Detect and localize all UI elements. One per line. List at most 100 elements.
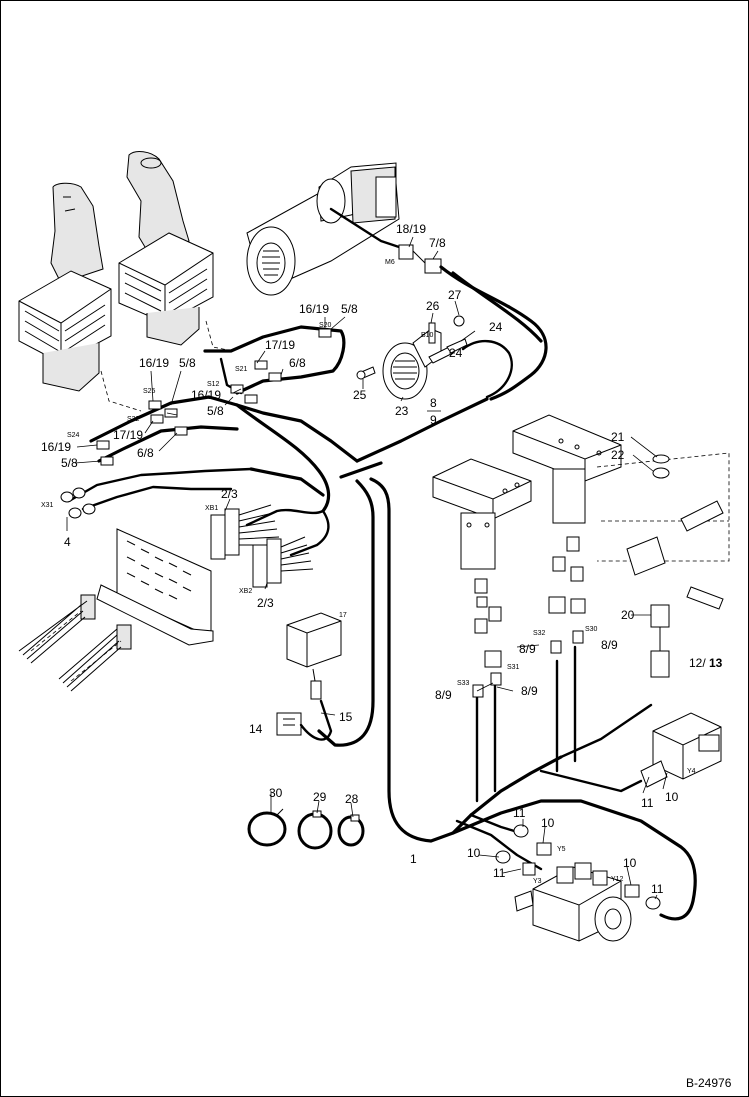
- callout-16-19-c: 16/19: [139, 356, 169, 370]
- callout-b10: B10: [421, 332, 434, 339]
- cable-tie-30: [247, 808, 287, 847]
- callout-8-9-c: 8/9: [435, 688, 452, 702]
- document-number: B-24976: [686, 1076, 732, 1090]
- left-joystick: [18, 182, 142, 412]
- blower-motor: [246, 162, 400, 296]
- connector-7-8: [424, 258, 442, 274]
- callout-24-b: 24: [449, 346, 463, 360]
- callout-22: 22: [611, 448, 625, 462]
- callout-15: 15: [339, 710, 353, 724]
- right-joystick: [118, 151, 234, 352]
- callout-9: 9: [430, 413, 437, 427]
- callout-12-13-a: 12/: [689, 656, 706, 670]
- main-wiring-harness: [67, 265, 697, 921]
- callout-y12: Y12: [611, 876, 624, 883]
- callout-21: 21: [611, 430, 625, 444]
- callout-8-9-a: 8/9: [519, 642, 536, 656]
- callout-s20: S20: [319, 322, 332, 329]
- cable-tie-29: [297, 810, 333, 850]
- callout-s25: S25: [143, 388, 156, 395]
- callout-xb1: XB1: [205, 505, 218, 512]
- callout-2-3-b: 2/3: [257, 596, 274, 610]
- callout-s32: S32: [533, 630, 546, 637]
- callout-5-8-b: 5/8: [207, 404, 224, 418]
- callout-16-19-d: 16/19: [41, 440, 71, 454]
- callout-11-a: 11: [641, 796, 654, 810]
- connector-m6: [398, 244, 414, 260]
- callout-s30: S30: [585, 626, 598, 633]
- callout-s12: S12: [207, 381, 220, 388]
- callout-s33: S33: [457, 680, 470, 687]
- callout-10-d: 10: [623, 856, 637, 870]
- callout-labels: 18/19 7/8 M6 16/19 5/8 S20 17/19 6/8 S21…: [41, 222, 723, 896]
- seat-switch-assembly: [626, 454, 724, 678]
- callout-11-c: 11: [493, 866, 506, 880]
- connector-15: [299, 680, 336, 741]
- callout-23: 23: [395, 404, 409, 418]
- seat-bracket-left: [432, 458, 532, 570]
- callout-26: 26: [426, 299, 440, 313]
- leader-lines: [74, 236, 668, 900]
- valve-y4: [640, 712, 722, 788]
- callout-5-8-c: 5/8: [179, 356, 196, 370]
- callout-6-8-b: 6/8: [137, 446, 154, 460]
- callout-17: 17: [339, 612, 347, 619]
- relay-17: [286, 612, 342, 682]
- callout-16-19-b: 16/19: [191, 388, 221, 402]
- valve-plugs: [495, 824, 661, 910]
- callout-7-8: 7/8: [429, 236, 446, 250]
- callout-12-13-b: 13: [709, 656, 723, 670]
- blower-connectors: [329, 207, 442, 274]
- callout-5-8-d: 5/8: [61, 456, 78, 470]
- callout-x31: X31: [41, 502, 54, 509]
- callout-30: 30: [269, 786, 283, 800]
- callout-6-8-a: 6/8: [289, 356, 306, 370]
- callout-s21: S21: [235, 366, 248, 373]
- horn-mounting-parts: [356, 315, 468, 380]
- callout-8-9-d: 8/9: [521, 684, 538, 698]
- connector-xb2: [252, 536, 314, 588]
- callout-11-b: 11: [513, 806, 526, 820]
- callout-xb2: XB2: [239, 588, 252, 595]
- callout-20: 20: [621, 608, 635, 622]
- sensor-stack-left: [472, 578, 502, 698]
- callout-10-c: 10: [467, 846, 481, 860]
- callout-8-9-b: 8/9: [601, 638, 618, 652]
- callout-17-19-a: 17/19: [265, 338, 295, 352]
- connector-x31: [60, 487, 96, 531]
- callout-29: 29: [313, 790, 327, 804]
- callout-5-8-a: 5/8: [341, 302, 358, 316]
- callout-27: 27: [448, 288, 462, 302]
- switch-cluster-upper: [230, 328, 332, 404]
- callout-16-19-a: 16/19: [299, 302, 329, 316]
- callout-25: 25: [353, 388, 367, 402]
- sensor-stack-right: [548, 536, 586, 654]
- fuse-relay-plate: [18, 528, 214, 692]
- callout-24-a: 24: [489, 320, 503, 334]
- connector-14: [276, 712, 302, 736]
- valve-block: [514, 862, 632, 942]
- callout-2-3-a: 2/3: [221, 487, 238, 501]
- callout-8: 8: [430, 396, 437, 410]
- callout-18-19: 18/19: [396, 222, 426, 236]
- connector-xb1: [210, 504, 281, 560]
- callout-10-b: 10: [541, 816, 555, 830]
- callout-s24: S24: [67, 432, 80, 439]
- callout-y4: Y4: [687, 768, 696, 775]
- callout-y3: Y3: [533, 878, 542, 885]
- callout-s22: S22: [127, 416, 140, 423]
- callout-10-a: 10: [665, 790, 679, 804]
- callout-1: 1: [410, 852, 417, 866]
- callout-4: 4: [64, 535, 71, 549]
- callout-17-19-b: 17/19: [113, 428, 143, 442]
- callout-m6: M6: [385, 259, 395, 266]
- callout-s31: S31: [507, 664, 520, 671]
- callout-14: 14: [249, 722, 263, 736]
- callout-y5: Y5: [557, 846, 566, 853]
- callout-11-d: 11: [651, 882, 664, 896]
- seat-bracket-right: [512, 414, 622, 524]
- cable-tie-28: [337, 814, 365, 847]
- callout-28: 28: [345, 792, 359, 806]
